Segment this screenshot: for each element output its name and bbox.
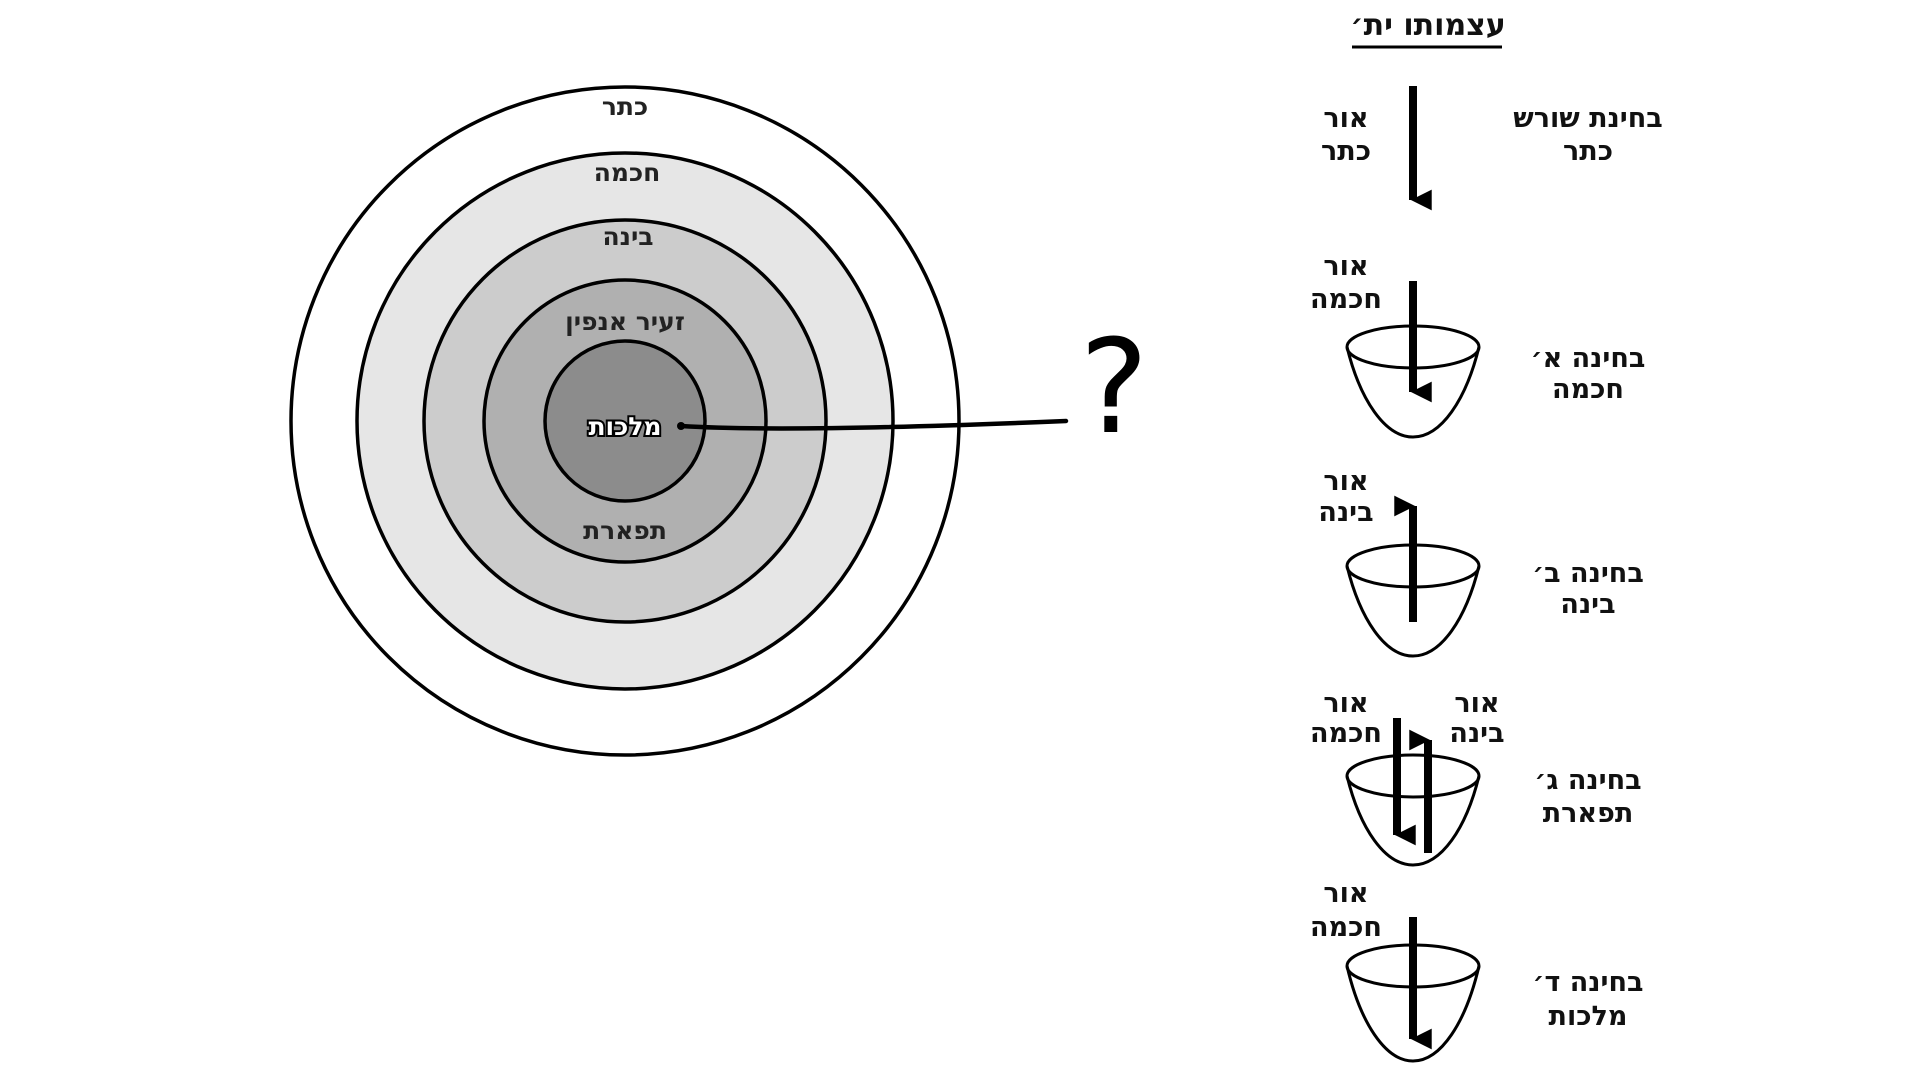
stage-name: בינה	[1560, 589, 1615, 620]
pointer-line	[678, 418, 1069, 431]
vessel-icon	[1345, 753, 1481, 867]
stages-panel: עצמותו ית׳ אור כתר בחינת שורש כתר אור חכ…	[1310, 8, 1663, 1063]
ring-malchut	[543, 339, 707, 503]
light-label: כתר	[1321, 136, 1371, 167]
stage-name: כתר	[1563, 136, 1613, 167]
light-label: חכמה	[1310, 912, 1382, 943]
stages-title: עצמותו ית׳	[1350, 8, 1505, 43]
light-label: בינה	[1318, 497, 1373, 528]
stage-name: בחינה ב׳	[1532, 558, 1644, 589]
label-tiferet: תפארת	[583, 516, 667, 545]
stage-name: בחינה א׳	[1531, 343, 1646, 374]
stage-name: בחינה ד׳	[1532, 967, 1643, 998]
question-mark-icon: ?	[1080, 311, 1149, 463]
stage-name: חכמה	[1552, 374, 1624, 405]
label-chochma: חכמה	[594, 158, 661, 187]
light-label: בינה	[1449, 718, 1504, 749]
pointer-dot	[677, 422, 685, 430]
stage-name: תפארת	[1543, 798, 1634, 829]
stage-name: בחינת שורש	[1513, 103, 1663, 134]
label-bina: בינה	[602, 222, 653, 251]
light-label: אור	[1323, 878, 1368, 909]
light-label: אור	[1323, 466, 1368, 497]
light-label: אור	[1454, 688, 1499, 719]
label-zeir-anpin: זעיר אנפין	[565, 307, 685, 336]
label-keter: כתר	[602, 92, 648, 121]
stage-name: מלכות	[1549, 1001, 1628, 1032]
light-label: אור	[1323, 688, 1368, 719]
stage-name: בחינה ג׳	[1534, 765, 1641, 796]
light-label: חכמה	[1310, 284, 1382, 315]
light-label: חכמה	[1310, 718, 1382, 749]
light-label: אור	[1323, 103, 1368, 134]
concentric-circles: כתר חכמה בינה זעיר אנפין מלכות תפארת	[289, 85, 961, 757]
label-malchut: מלכות	[588, 412, 661, 441]
light-label: אור	[1323, 251, 1368, 282]
